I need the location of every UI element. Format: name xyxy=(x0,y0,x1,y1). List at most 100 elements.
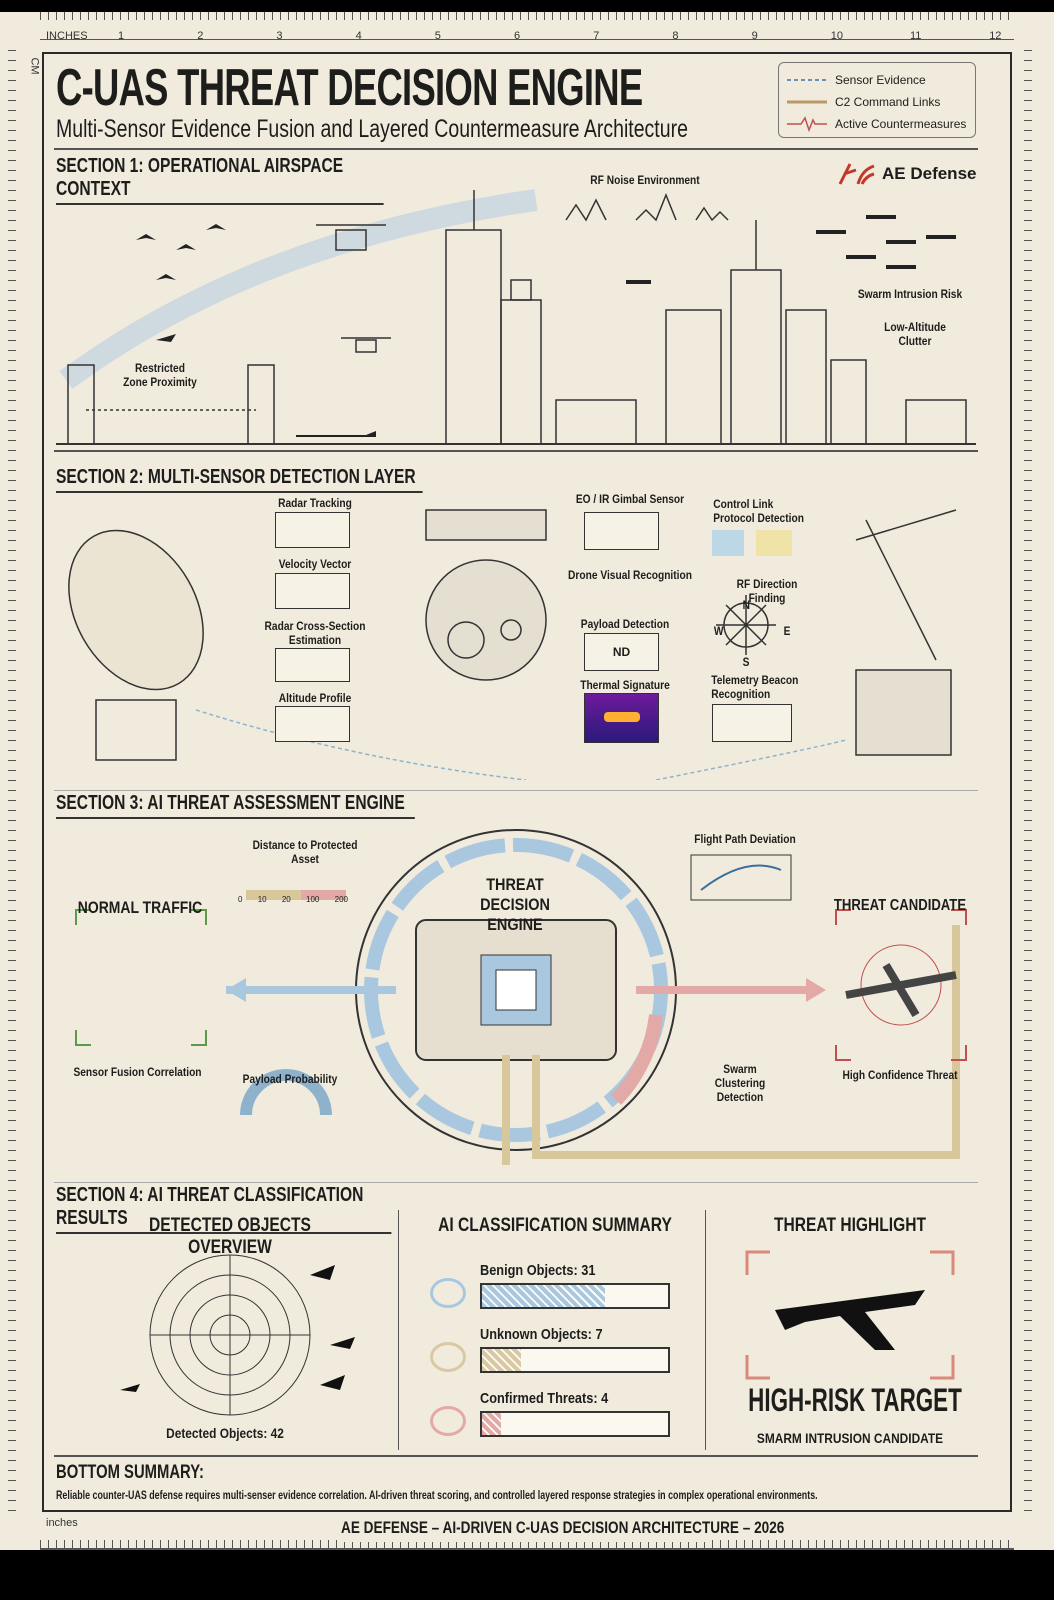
ruler-tick: 2 xyxy=(197,30,204,42)
velocity-label: Velocity Vector xyxy=(278,557,352,571)
altitude-label: Altitude Profile xyxy=(278,691,352,705)
ruler-tick: 4 xyxy=(355,30,362,42)
eo-ir-panel xyxy=(584,512,659,550)
detected-count: Detected Objects: 42 xyxy=(166,1425,284,1441)
threat-highlight-frame xyxy=(745,1250,955,1380)
ruler-tick: 10 xyxy=(830,30,844,42)
clutter-label: Low-Altitude Clutter xyxy=(884,320,946,348)
telemetry-label: Telemetry Beacon Recognition xyxy=(711,673,799,701)
solid-line-icon xyxy=(787,100,827,104)
swarm-clustering-label: Swarm Clustering Detection xyxy=(714,1062,766,1104)
section4-title: SECTION 4: AI THREAT CLASSIFICATION RESU… xyxy=(56,1184,392,1234)
compass-n: N xyxy=(742,598,751,612)
ruler-tick: 1 xyxy=(118,30,125,42)
compass-s: S xyxy=(742,655,750,669)
right-ruler xyxy=(1024,50,1046,1520)
tower-building xyxy=(445,229,502,445)
radar-tracking-label: Radar Tracking xyxy=(278,496,352,510)
radar-tracking-panel xyxy=(275,512,350,548)
protocol-panel xyxy=(712,530,792,556)
drone-icon xyxy=(430,1278,466,1308)
legend-item: C2 Command Links xyxy=(787,91,967,113)
column-divider xyxy=(705,1210,706,1450)
divider xyxy=(54,1455,978,1457)
ruler-tick: 12 xyxy=(989,30,1002,42)
telemetry-panel xyxy=(712,704,792,742)
restricted-zone-label: Restricted Zone Proximity xyxy=(123,361,197,389)
ruler-unit: INCHES xyxy=(46,30,88,42)
legend-label: Sensor Evidence xyxy=(835,73,926,87)
thermal-drone-icon xyxy=(603,712,640,722)
left-ruler xyxy=(8,50,30,1520)
ruler-tick: 7 xyxy=(593,30,600,42)
flight-path-label: Flight Path Deviation xyxy=(694,832,796,846)
poster-frame xyxy=(42,52,1012,1512)
payload-panel: ND xyxy=(584,633,659,671)
drone-visual-label: Drone Visual Recognition xyxy=(568,568,692,582)
rcs-label: Radar Cross-Section Estimation xyxy=(264,619,366,647)
divider xyxy=(54,790,978,791)
swarm-risk-label: Swarm Intrusion Risk xyxy=(857,287,963,301)
control-link-label: Control Link Protocol Detection xyxy=(713,497,804,525)
compass-e: E xyxy=(783,624,791,638)
bottom-ruler-unit: inches xyxy=(46,1517,78,1529)
class-bar-label: Unknown Objects: 7 xyxy=(480,1326,603,1343)
divider xyxy=(54,450,978,452)
class-bar-label: Benign Objects: 31 xyxy=(480,1262,596,1279)
class-bar-fill xyxy=(482,1285,605,1307)
brand-logo: AE Defense xyxy=(836,160,976,188)
class-bar xyxy=(480,1411,670,1437)
divider xyxy=(54,148,978,150)
engine-illustration xyxy=(75,829,967,1165)
ruler-tick: 6 xyxy=(514,30,521,42)
side-unit: CM xyxy=(28,57,41,75)
compass-w: W xyxy=(713,624,724,638)
altitude-panel xyxy=(275,706,350,742)
normal-traffic-title: NORMAL TRAFFIC xyxy=(77,898,203,917)
distance-tick: 100 xyxy=(306,895,320,904)
thermal-label: Thermal Signature xyxy=(580,678,670,692)
distance-tick: 0 xyxy=(238,895,243,904)
distance-tick: 10 xyxy=(257,895,267,904)
legend: Sensor Evidence C2 Command Links Active … xyxy=(778,62,976,138)
distance-label: Distance to Protected Asset xyxy=(252,838,358,866)
target-subtitle: SMARM INTRUSION CANDIDATE xyxy=(756,1430,944,1446)
sensor-fusion-label: Sensor Fusion Correlation xyxy=(73,1065,202,1079)
legend-item: Active Countermeasures xyxy=(787,113,967,135)
legend-item: Sensor Evidence xyxy=(787,69,967,91)
section1-title: SECTION 1: OPERATIONAL AIRSPACE CONTEXT xyxy=(56,155,384,205)
summary-heading: BOTTOM SUMMARY: xyxy=(56,1462,204,1483)
payload-probability-label: Payload Probability xyxy=(242,1072,338,1086)
ruler-tick: 3 xyxy=(276,30,283,42)
summary-title: AI CLASSIFICATION SUMMARY xyxy=(438,1215,672,1236)
class-bar xyxy=(480,1283,670,1309)
unknown-icon xyxy=(430,1342,466,1372)
biohazard-icon xyxy=(430,1406,466,1436)
sensor-illustration xyxy=(68,509,957,780)
summary-text: Reliable counter-UAS defense requires mu… xyxy=(56,1488,818,1502)
velocity-panel xyxy=(275,573,350,609)
high-confidence-label: High Confidence Threat xyxy=(842,1068,958,1082)
airspace-illustration xyxy=(56,189,976,445)
distance-tick: 200 xyxy=(334,895,348,904)
section2-title: SECTION 2: MULTI-SENSOR DETECTION LAYER xyxy=(56,466,423,493)
class-bar xyxy=(480,1347,670,1373)
thermal-image xyxy=(584,693,659,743)
page-subtitle: Multi-Sensor Evidence Fusion and Layered… xyxy=(56,115,688,143)
rf-monitor xyxy=(855,669,952,756)
ruler-tick: 9 xyxy=(751,30,758,42)
overview-title: DETECTED OBJECTS OVERVIEW xyxy=(149,1215,311,1258)
radar-scope xyxy=(120,1254,355,1416)
legend-label: Active Countermeasures xyxy=(835,117,967,131)
engine-title: THREAT DECISION ENGINE xyxy=(480,875,550,934)
footer-text: AE DEFENSE – AI-DRIVEN C-UAS DECISION AR… xyxy=(341,1518,784,1542)
eo-ir-label: EO / IR Gimbal Sensor xyxy=(575,492,685,506)
class-bar-label: Confirmed Threats: 4 xyxy=(480,1390,609,1407)
gimbal-camera xyxy=(425,559,547,681)
ae-logo-icon xyxy=(838,163,875,185)
ruler-tick: 5 xyxy=(434,30,441,42)
high-risk-target: HIGH-RISK TARGET xyxy=(748,1382,962,1418)
top-ruler xyxy=(40,12,1014,40)
threat-candidate-title: THREAT CANDIDATE xyxy=(833,897,967,914)
